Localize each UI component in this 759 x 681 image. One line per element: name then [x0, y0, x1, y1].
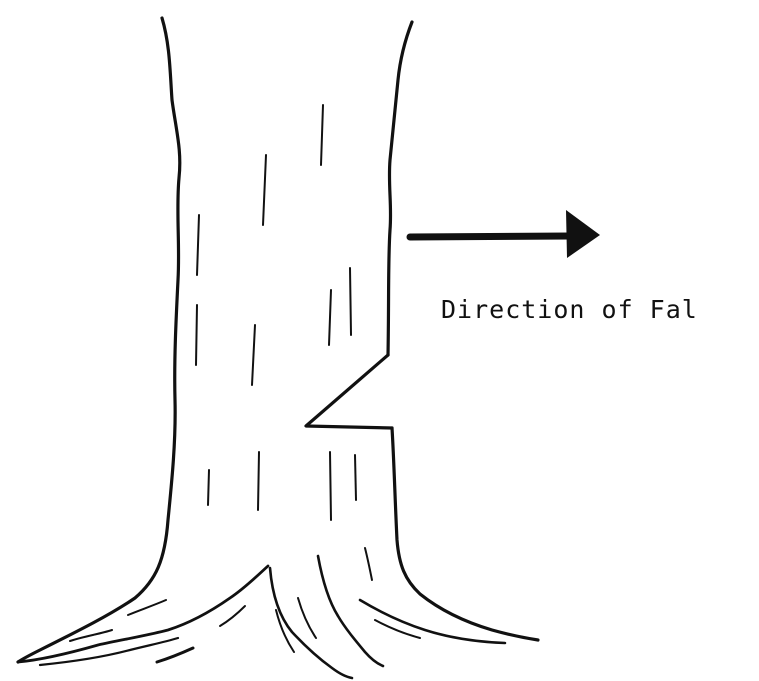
felling-notch: [304, 353, 394, 430]
center-root-right-edge: [316, 554, 385, 668]
right-root-mark-1: [374, 619, 421, 639]
left-root-outline: [16, 564, 270, 664]
bark-mark: [207, 469, 210, 506]
center-root-left-edge: [268, 566, 354, 680]
center-root-inner-2: [275, 609, 295, 653]
bark-mark: [251, 324, 256, 386]
direction-caption: Direction of Fal: [441, 295, 698, 324]
trunk-right-outline-upper: [386, 20, 414, 357]
left-root-mark-4: [219, 605, 246, 627]
bark-mark: [262, 154, 267, 226]
trunk-left-outline: [16, 16, 182, 664]
left-root-mark-1: [69, 629, 113, 642]
bark-mark: [195, 304, 198, 366]
bark-mark: [349, 267, 352, 336]
right-root-lower-outline: [358, 598, 507, 645]
bark-mark: [354, 454, 357, 501]
bark-mark: [328, 289, 332, 346]
bark-mark: [320, 104, 324, 166]
direction-arrow-shaft: [406, 232, 574, 241]
left-root-mark-2: [127, 599, 167, 616]
right-root-mark-2: [364, 547, 373, 581]
bark-mark: [196, 214, 200, 276]
direction-arrow-head: [566, 210, 600, 258]
left-root-mark-3: [155, 646, 195, 664]
center-root-inner-1: [297, 597, 317, 639]
bark-mark: [329, 451, 332, 521]
left-root-inner-line: [38, 636, 180, 667]
trunk-right-outline-lower: [390, 426, 540, 642]
bark-mark: [257, 451, 260, 511]
